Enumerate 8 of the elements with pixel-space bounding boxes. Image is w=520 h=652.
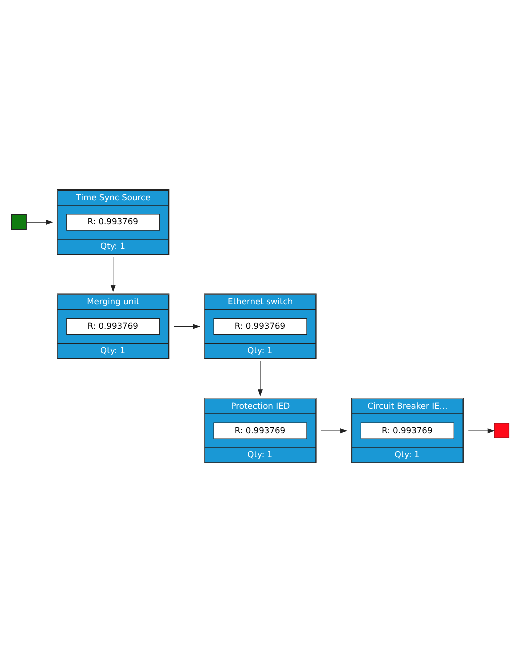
arrow [26,220,53,225]
node-box [10,214,26,230]
arrow [173,324,200,329]
node-box [494,422,510,438]
arrow [258,360,262,396]
arrow [320,428,348,434]
arrow [110,256,116,292]
arrow [468,428,495,434]
